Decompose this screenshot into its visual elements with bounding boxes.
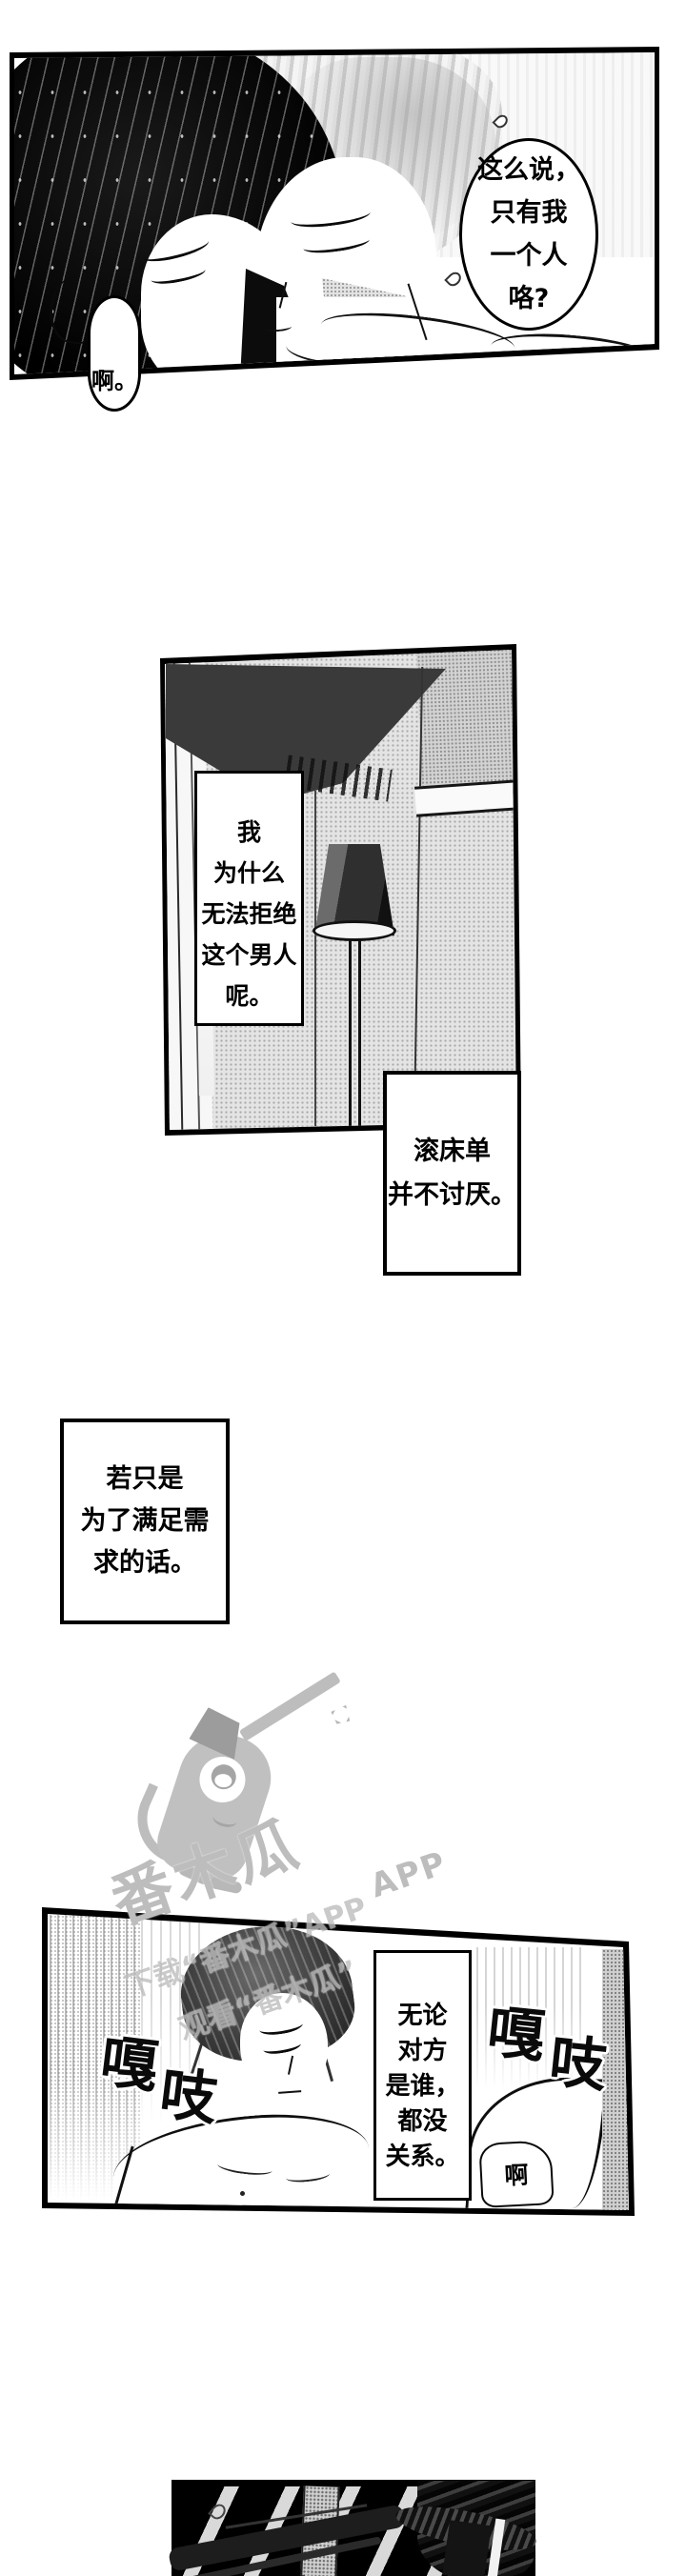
speech-bubble-ah: 啊 (478, 2140, 555, 2208)
sfx-char: 嘎 (484, 1998, 549, 2071)
sfx-creak-right: 嘎吱 (484, 1985, 610, 2101)
mascot-weapon (238, 1671, 341, 1741)
thought-box-why: 我 为什么 无法拒绝 这个男人 呢。 (194, 771, 304, 1026)
thought-line: 这个男人 (201, 941, 297, 969)
thought-line: 无法拒绝 (201, 900, 297, 928)
speech-line: 只有我 (490, 198, 568, 228)
speech-line: 啊 (503, 2161, 530, 2190)
second-character-shading (602, 1949, 629, 2210)
character-neck-shadow (442, 2520, 492, 2576)
speech-line: 啊。 (91, 368, 137, 394)
narration-line: 若只是 (106, 1464, 184, 1494)
speech-line: 这么说， (477, 155, 580, 185)
lamp-pole (349, 939, 352, 1126)
lamp-pole (358, 939, 361, 1126)
chest-detail (240, 2191, 245, 2196)
speech-bubble-main: 这么说， 只有我 一个人 咯? (459, 138, 598, 331)
shelf (414, 779, 516, 817)
character-mouth (277, 2085, 302, 2094)
speed-lines (476, 1947, 581, 2090)
thought-line: 都没 (397, 2107, 448, 2136)
speech-bubble-small: 啊。 (88, 295, 141, 412)
speech-line: 咯? (508, 284, 550, 313)
sfx-char: 嘎 (96, 2027, 162, 2102)
thought-line: 关系。 (385, 2143, 460, 2171)
wall-line (413, 667, 424, 1124)
thought-box-anyone: 无论 对方 是谁， 都没 关系。 (373, 1950, 472, 2201)
thought-line: 呢。 (225, 982, 273, 1010)
thought-line: 为什么 (212, 859, 285, 887)
lamp-rim (313, 920, 396, 941)
character-face (240, 1993, 328, 2092)
narration-box-bedsheet: 滚床单 并不讨厌。 (383, 1071, 521, 1276)
speech-line: 一个人 (490, 241, 568, 271)
narration-line: 为了满足需 (80, 1506, 210, 1536)
sfx-char: 吱 (546, 2027, 611, 2101)
speed-lines (50, 1915, 141, 2201)
thought-line: 无论 (397, 2002, 448, 2030)
narration-box-need: 若只是 为了满足需 求的话。 (60, 1419, 230, 1624)
narration-line: 滚床单 (414, 1136, 491, 1166)
sfx-char: 吱 (155, 2060, 221, 2134)
wall-line (314, 791, 316, 1126)
thought-line: 我 (236, 818, 261, 846)
sweat-drop (444, 269, 464, 290)
thought-line: 对方 (397, 2037, 448, 2065)
mascot-brush-tip (328, 1701, 355, 1728)
narration-line: 求的话。 (93, 1548, 196, 1578)
thought-line: 是谁， (385, 2072, 460, 2101)
narration-line: 并不讨厌。 (388, 1179, 516, 1210)
